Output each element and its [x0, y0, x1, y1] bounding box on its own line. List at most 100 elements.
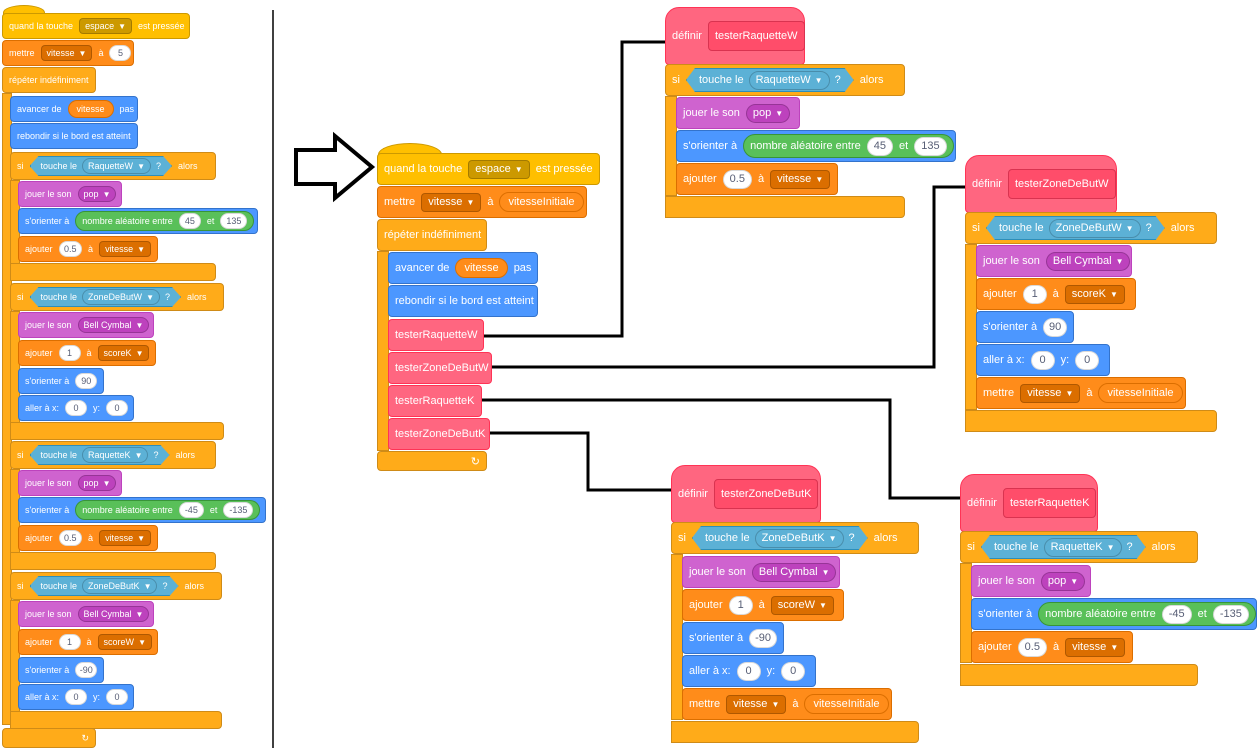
call-tester-raquette-k[interactable]: testerRaquetteK — [388, 385, 482, 417]
when-key-pressed-block[interactable]: quand la touche espace▼ est pressée — [377, 153, 600, 185]
goto-xy-block[interactable]: aller à x: 0 y: 0 — [18, 684, 134, 710]
variable-dropdown[interactable]: vitesse▼ — [99, 530, 151, 546]
value-input[interactable]: 0 — [1075, 350, 1100, 370]
value-input[interactable]: 90 — [1043, 317, 1068, 337]
value-input[interactable]: -135 — [223, 502, 254, 518]
goto-xy-block[interactable]: aller à x: 0 y: 0 — [682, 655, 816, 687]
variable-dropdown[interactable]: vitesse▼ — [1020, 383, 1081, 403]
value-input[interactable]: -90 — [749, 628, 777, 648]
value-input[interactable]: 0.5 — [722, 169, 752, 189]
variable-dropdown[interactable]: vitesse▼ — [1065, 637, 1126, 657]
key-dropdown[interactable]: espace▼ — [79, 18, 133, 34]
value-input[interactable]: 1 — [728, 595, 753, 615]
variable-dropdown[interactable]: vitesse▼ — [421, 192, 482, 212]
sound-dropdown[interactable]: pop▼ — [745, 103, 791, 123]
point-direction-block[interactable]: s'orienter à -90 — [18, 657, 104, 683]
change-variable-block[interactable]: ajouter 1 à scoreK▼ — [18, 340, 156, 366]
bounce-block[interactable]: rebondir si le bord est atteint — [10, 123, 138, 149]
define-block[interactable]: définir testerRaquetteK — [960, 474, 1098, 532]
change-variable-block[interactable]: ajouter 0.5 à vitesse▼ — [18, 236, 158, 262]
value-input[interactable]: 135 — [220, 213, 248, 229]
bounce-block[interactable]: rebondir si le bord est atteint — [388, 285, 538, 317]
set-variable-block[interactable]: mettre vitesse▼ à vitesseInitiale — [682, 688, 892, 720]
point-direction-block[interactable]: s'orienter à 90 — [976, 311, 1074, 343]
change-variable-block[interactable]: ajouter 1 à scoreW▼ — [18, 629, 158, 655]
vitesse-initiale-reporter[interactable]: vitesseInitiale — [499, 192, 584, 212]
value-input[interactable]: 0 — [106, 400, 129, 416]
value-input[interactable]: 0 — [65, 689, 88, 705]
sound-dropdown[interactable]: pop▼ — [77, 475, 117, 491]
value-input[interactable]: 0.5 — [1017, 637, 1047, 657]
vitesse-reporter[interactable]: vitesse — [455, 258, 508, 278]
value-input[interactable]: 1 — [1022, 284, 1047, 304]
value-input[interactable]: 5 — [109, 45, 132, 61]
when-key-pressed-block[interactable]: quand la touche espace▼ est pressée — [2, 13, 190, 39]
play-sound-block[interactable]: jouer le son pop▼ — [18, 181, 122, 207]
value-input[interactable]: 90 — [75, 373, 98, 389]
define-block[interactable]: définir testerZoneDeButW — [965, 155, 1117, 213]
variable-dropdown[interactable]: vitesse▼ — [770, 169, 831, 189]
sound-dropdown[interactable]: Bell Cymbal▼ — [77, 606, 150, 622]
value-input[interactable]: 1 — [58, 345, 81, 361]
forever-block[interactable]: répéter indéfiniment — [377, 219, 487, 251]
sprite-dropdown[interactable]: ZoneDeButW▼ — [1049, 219, 1141, 238]
sprite-dropdown[interactable]: RaquetteK▼ — [82, 447, 148, 463]
value-input[interactable]: -45 — [178, 502, 204, 518]
change-variable-block[interactable]: ajouter 0.5 à vitesse▼ — [18, 525, 158, 551]
goto-xy-block[interactable]: aller à x: 0 y: 0 — [18, 395, 134, 421]
variable-dropdown[interactable]: scoreW▼ — [97, 634, 152, 650]
play-sound-block[interactable]: jouer le son Bell Cymbal▼ — [682, 556, 840, 588]
play-sound-block[interactable]: jouer le son Bell Cymbal▼ — [18, 312, 154, 338]
change-variable-block[interactable]: ajouter 1 à scoreK▼ — [976, 278, 1136, 310]
value-input[interactable]: 135 — [914, 136, 947, 156]
variable-dropdown[interactable]: scoreK▼ — [97, 345, 150, 361]
vitesse-initiale-reporter[interactable]: vitesseInitiale — [1098, 383, 1183, 403]
play-sound-block[interactable]: jouer le son pop▼ — [971, 565, 1091, 597]
variable-dropdown[interactable]: scoreK▼ — [1064, 284, 1125, 304]
sound-dropdown[interactable]: Bell Cymbal▼ — [1045, 251, 1131, 271]
set-variable-block[interactable]: mettre vitesse▼ à vitesseInitiale — [976, 377, 1186, 409]
value-input[interactable]: 0 — [65, 400, 88, 416]
play-sound-block[interactable]: jouer le son Bell Cymbal▼ — [976, 245, 1132, 277]
value-input[interactable]: 0 — [106, 689, 129, 705]
vitesse-initiale-reporter[interactable]: vitesseInitiale — [804, 694, 889, 714]
value-input[interactable]: -45 — [1161, 604, 1192, 624]
change-variable-block[interactable]: ajouter 1 à scoreW▼ — [682, 589, 844, 621]
value-input[interactable]: -135 — [1212, 604, 1249, 624]
sound-dropdown[interactable]: pop▼ — [77, 186, 117, 202]
move-steps-block[interactable]: avancer de vitesse pas — [10, 96, 138, 122]
value-input[interactable]: -90 — [75, 662, 98, 678]
point-direction-block[interactable]: s'orienter à -90 — [682, 622, 784, 654]
key-dropdown[interactable]: espace▼ — [468, 159, 530, 179]
sprite-dropdown[interactable]: ZoneDeButW▼ — [82, 289, 160, 305]
variable-dropdown[interactable]: scoreW▼ — [770, 595, 834, 615]
move-steps-block[interactable]: avancer de vitesse pas — [388, 252, 538, 284]
value-input[interactable]: 1 — [58, 634, 81, 650]
value-input[interactable]: 0 — [736, 661, 761, 681]
variable-dropdown[interactable]: vitesse▼ — [40, 45, 93, 61]
value-input[interactable]: 0.5 — [58, 530, 83, 546]
change-variable-block[interactable]: ajouter 0.5 à vitesse▼ — [971, 631, 1133, 663]
sprite-dropdown[interactable]: ZoneDeButK▼ — [755, 529, 844, 548]
call-tester-raquette-w[interactable]: testerRaquetteW — [388, 319, 484, 351]
point-direction-block[interactable]: s'orienter à 90 — [18, 368, 104, 394]
